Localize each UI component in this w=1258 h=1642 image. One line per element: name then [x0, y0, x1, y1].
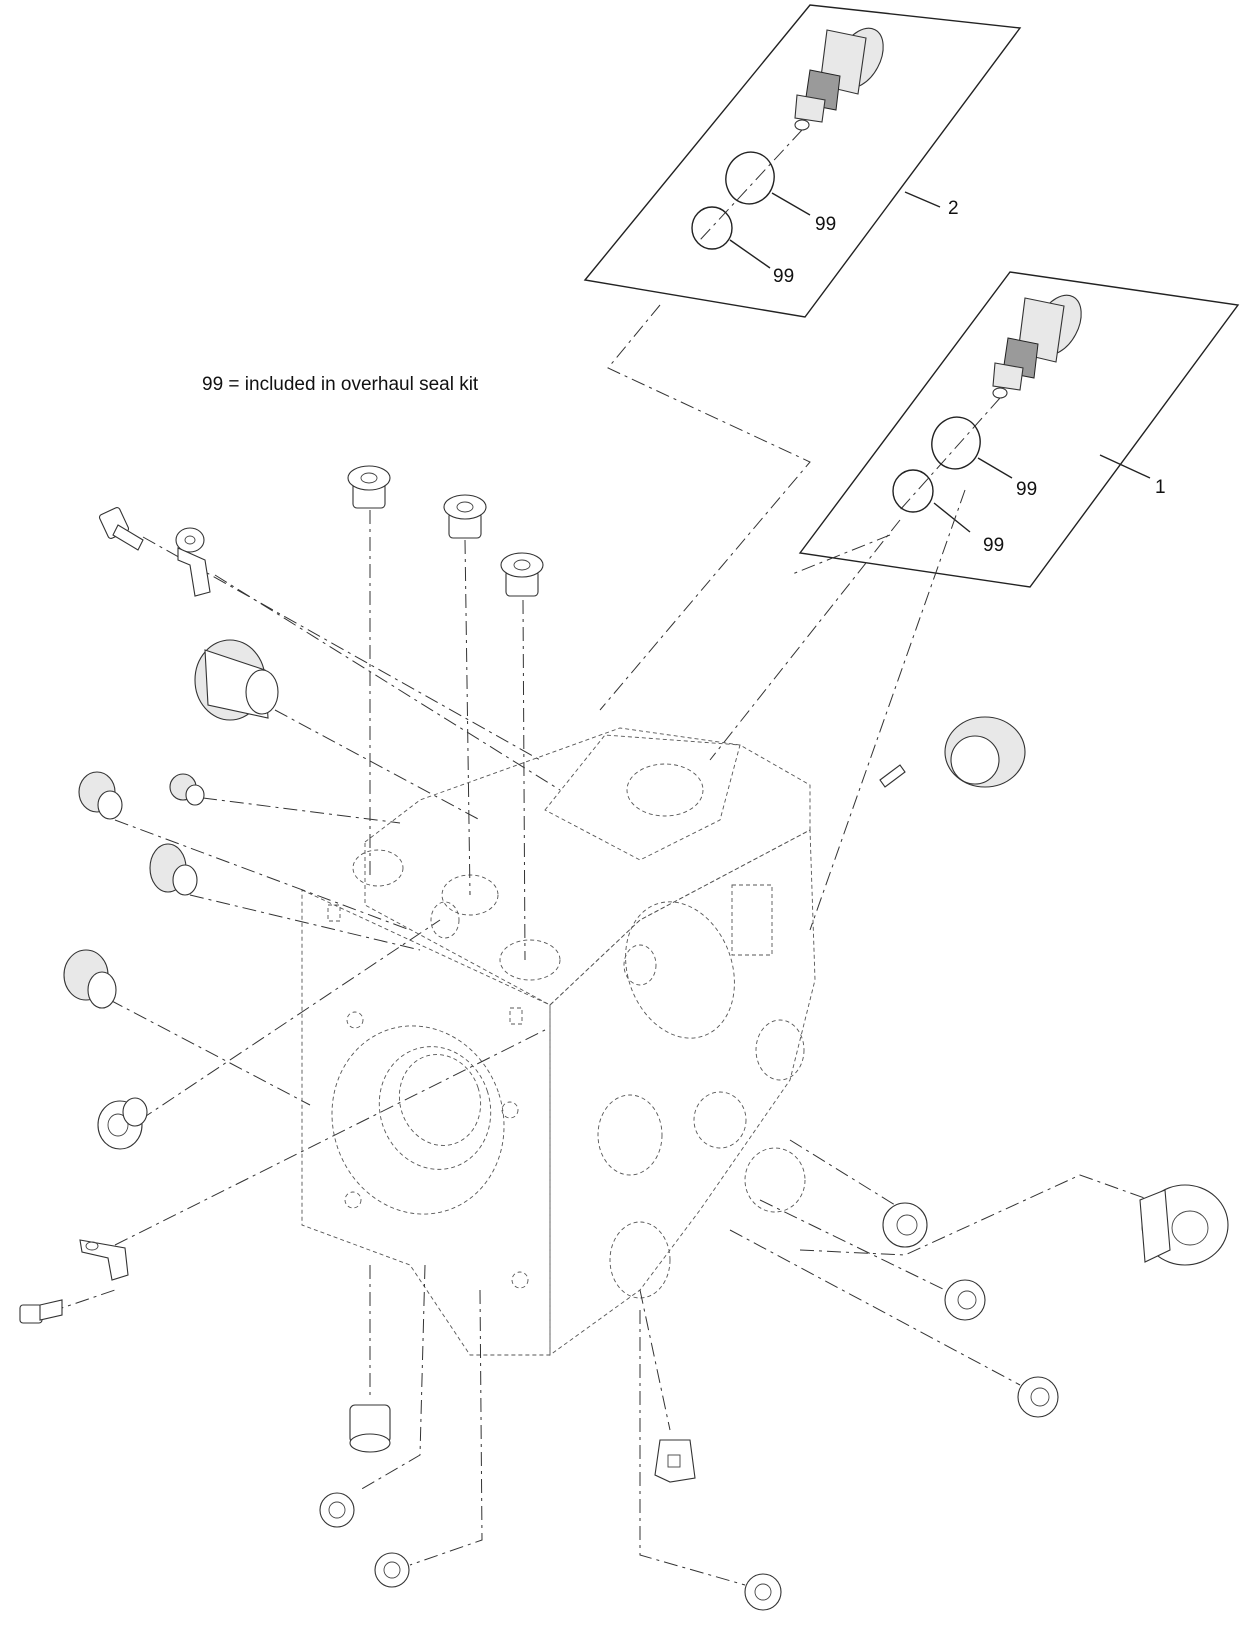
- plug-bottom-1: [349, 1404, 391, 1453]
- pin-right: [879, 764, 906, 788]
- bolt-upper-left: [98, 507, 144, 551]
- callout-99-c: 99: [1016, 479, 1037, 500]
- legend-note: 99 = included in overhaul seal kit: [202, 374, 479, 395]
- plug-right-2: [944, 1279, 986, 1321]
- callout-1: 1: [1155, 477, 1166, 498]
- large-plug-right: [1139, 1184, 1229, 1266]
- plug-right-1: [882, 1202, 928, 1248]
- plug-top-2: [443, 494, 487, 539]
- callout-99-d: 99: [983, 535, 1004, 556]
- plug-top-1: [347, 465, 391, 509]
- plug-left-1: [78, 771, 123, 820]
- bracket-lower-left: [79, 1239, 129, 1281]
- assembly-lines: [49, 489, 1151, 1586]
- kit-panel-1-outline: [798, 271, 1240, 588]
- plug-bottom-3: [374, 1552, 410, 1588]
- plug-left-2: [169, 773, 205, 806]
- kit-panel-2: 99 99 2: [583, 4, 1022, 318]
- plugs-and-fasteners: [19, 465, 1229, 1611]
- plug-left-4: [63, 949, 117, 1009]
- plug-left-5: [97, 1097, 148, 1150]
- pump-housing: [301, 727, 816, 1356]
- plug-bottom-4: [654, 1439, 696, 1483]
- plug-left-3: [149, 843, 198, 896]
- plug-bottom-5: [744, 1573, 782, 1611]
- o-ring-2a: [725, 151, 775, 205]
- plug-bottom-2: [319, 1492, 355, 1528]
- bracket-upper-left: [175, 527, 211, 597]
- kit-panel-1: 99 99 1: [798, 271, 1240, 588]
- valve-cartridge-2: [794, 27, 884, 131]
- callout-2: 2: [948, 198, 959, 219]
- plug-right-3: [1017, 1376, 1059, 1418]
- valve-cartridge-1: [992, 294, 1082, 399]
- plug-top-3: [500, 552, 544, 597]
- o-ring-1b: [892, 469, 934, 513]
- o-ring-2b: [691, 206, 733, 250]
- callout-99-a: 99: [815, 214, 836, 235]
- callout-99-b: 99: [773, 266, 794, 287]
- centerline-2: [699, 129, 803, 241]
- kit-panel-2-outline: [583, 4, 1022, 318]
- large-plug-left: [194, 639, 279, 721]
- o-ring-1a: [931, 416, 981, 470]
- sleeve-right: [944, 716, 1026, 788]
- bolt-lower-left: [19, 1299, 63, 1324]
